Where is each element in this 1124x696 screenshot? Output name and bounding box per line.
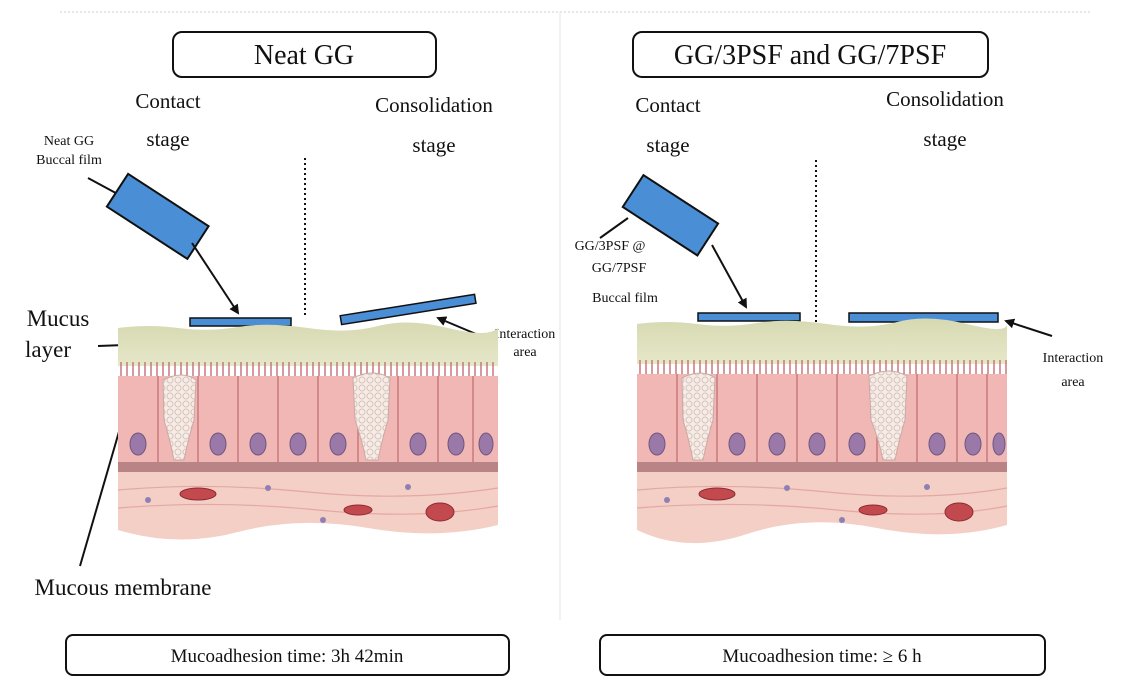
right-film-label-line1: GG/3PSF @ [575,239,646,254]
right-cells-dots [664,484,930,523]
right-consolidation-stage-line2: stage [923,127,966,151]
right-film-pointer [599,217,629,239]
right-time-label: Mucoadhesion time: ≥ 6 h [722,646,922,667]
right-blood-vessels [698,487,974,522]
left-time-label: Mucoadhesion time: 3h 42min [171,646,404,667]
right-film-label-line3: Buccal film [592,291,658,306]
left-mucus-layer [118,322,498,366]
right-tissue [636,318,1008,544]
right-title-box [632,31,989,78]
left-cells-dots [145,484,411,523]
left-interaction-arrow [436,316,477,335]
right-film-label-line2: GG/7PSF [592,261,647,276]
right-nuclei [648,432,1006,456]
right-consolidation-stage-line1: Consolidation [886,87,1004,111]
left-membrane-label: Mucous membrane [35,575,212,600]
left-consolidation-stage-line1: Consolidation [375,93,493,117]
right-time-box [599,634,1046,676]
right-goblet-cell-2 [868,370,908,461]
left-mucus-label-line1: Mucus [27,306,90,331]
left-time-box [65,634,510,676]
left-film-arrow [191,242,240,315]
left-interaction-label-line1: Interaction [495,327,556,342]
right-panel: GG/3PSF and GG/7PSF Contact stage Consol… [575,31,1104,676]
right-contact-stage-line1: Contact [635,93,700,117]
right-film-contact [697,312,801,322]
right-contact-stage-line2: stage [646,133,689,157]
right-interaction-arrow [1004,318,1053,337]
left-title: Neat GG [254,40,354,71]
left-film-label-line1: Neat GG [44,134,94,149]
right-film-tilted [621,173,720,257]
left-tissue [117,322,499,540]
left-film-consolidation [339,293,477,326]
left-interaction-label-line2: area [513,345,537,360]
right-basement-membrane [637,462,1007,472]
left-nuclei [129,432,494,456]
left-cell-walls [157,376,474,464]
left-cilia [118,362,498,378]
right-title: GG/3PSF and GG/7PSF [674,40,946,71]
left-contact-stage-line1: Contact [135,89,200,113]
left-panel: Neat GG Contact stage Consolidation stag… [25,31,556,676]
left-connective-tissue [118,472,498,540]
left-membrane-pointer [79,410,126,567]
left-mucus-label-line2: layer [25,337,71,362]
left-film-label-line2: Buccal film [36,153,102,168]
right-cilia [637,360,1007,376]
right-film-arrow [711,244,747,309]
left-blood-vessels [179,487,455,522]
left-goblet-cell-1 [162,374,197,461]
left-title-box [172,31,437,78]
left-goblet-cell-2 [352,372,391,461]
left-film-tilted [105,172,210,261]
left-basement-membrane [118,462,498,472]
right-goblet-cell-1 [681,372,716,461]
left-consolidation-stage-line2: stage [412,133,455,157]
left-contact-stage-line2: stage [146,127,189,151]
right-interaction-label-line1: Interaction [1043,351,1104,366]
left-film-contact [189,317,292,327]
right-mucus-layer [637,318,1007,364]
right-cell-walls [676,374,988,464]
right-interaction-label-line2: area [1061,375,1085,390]
